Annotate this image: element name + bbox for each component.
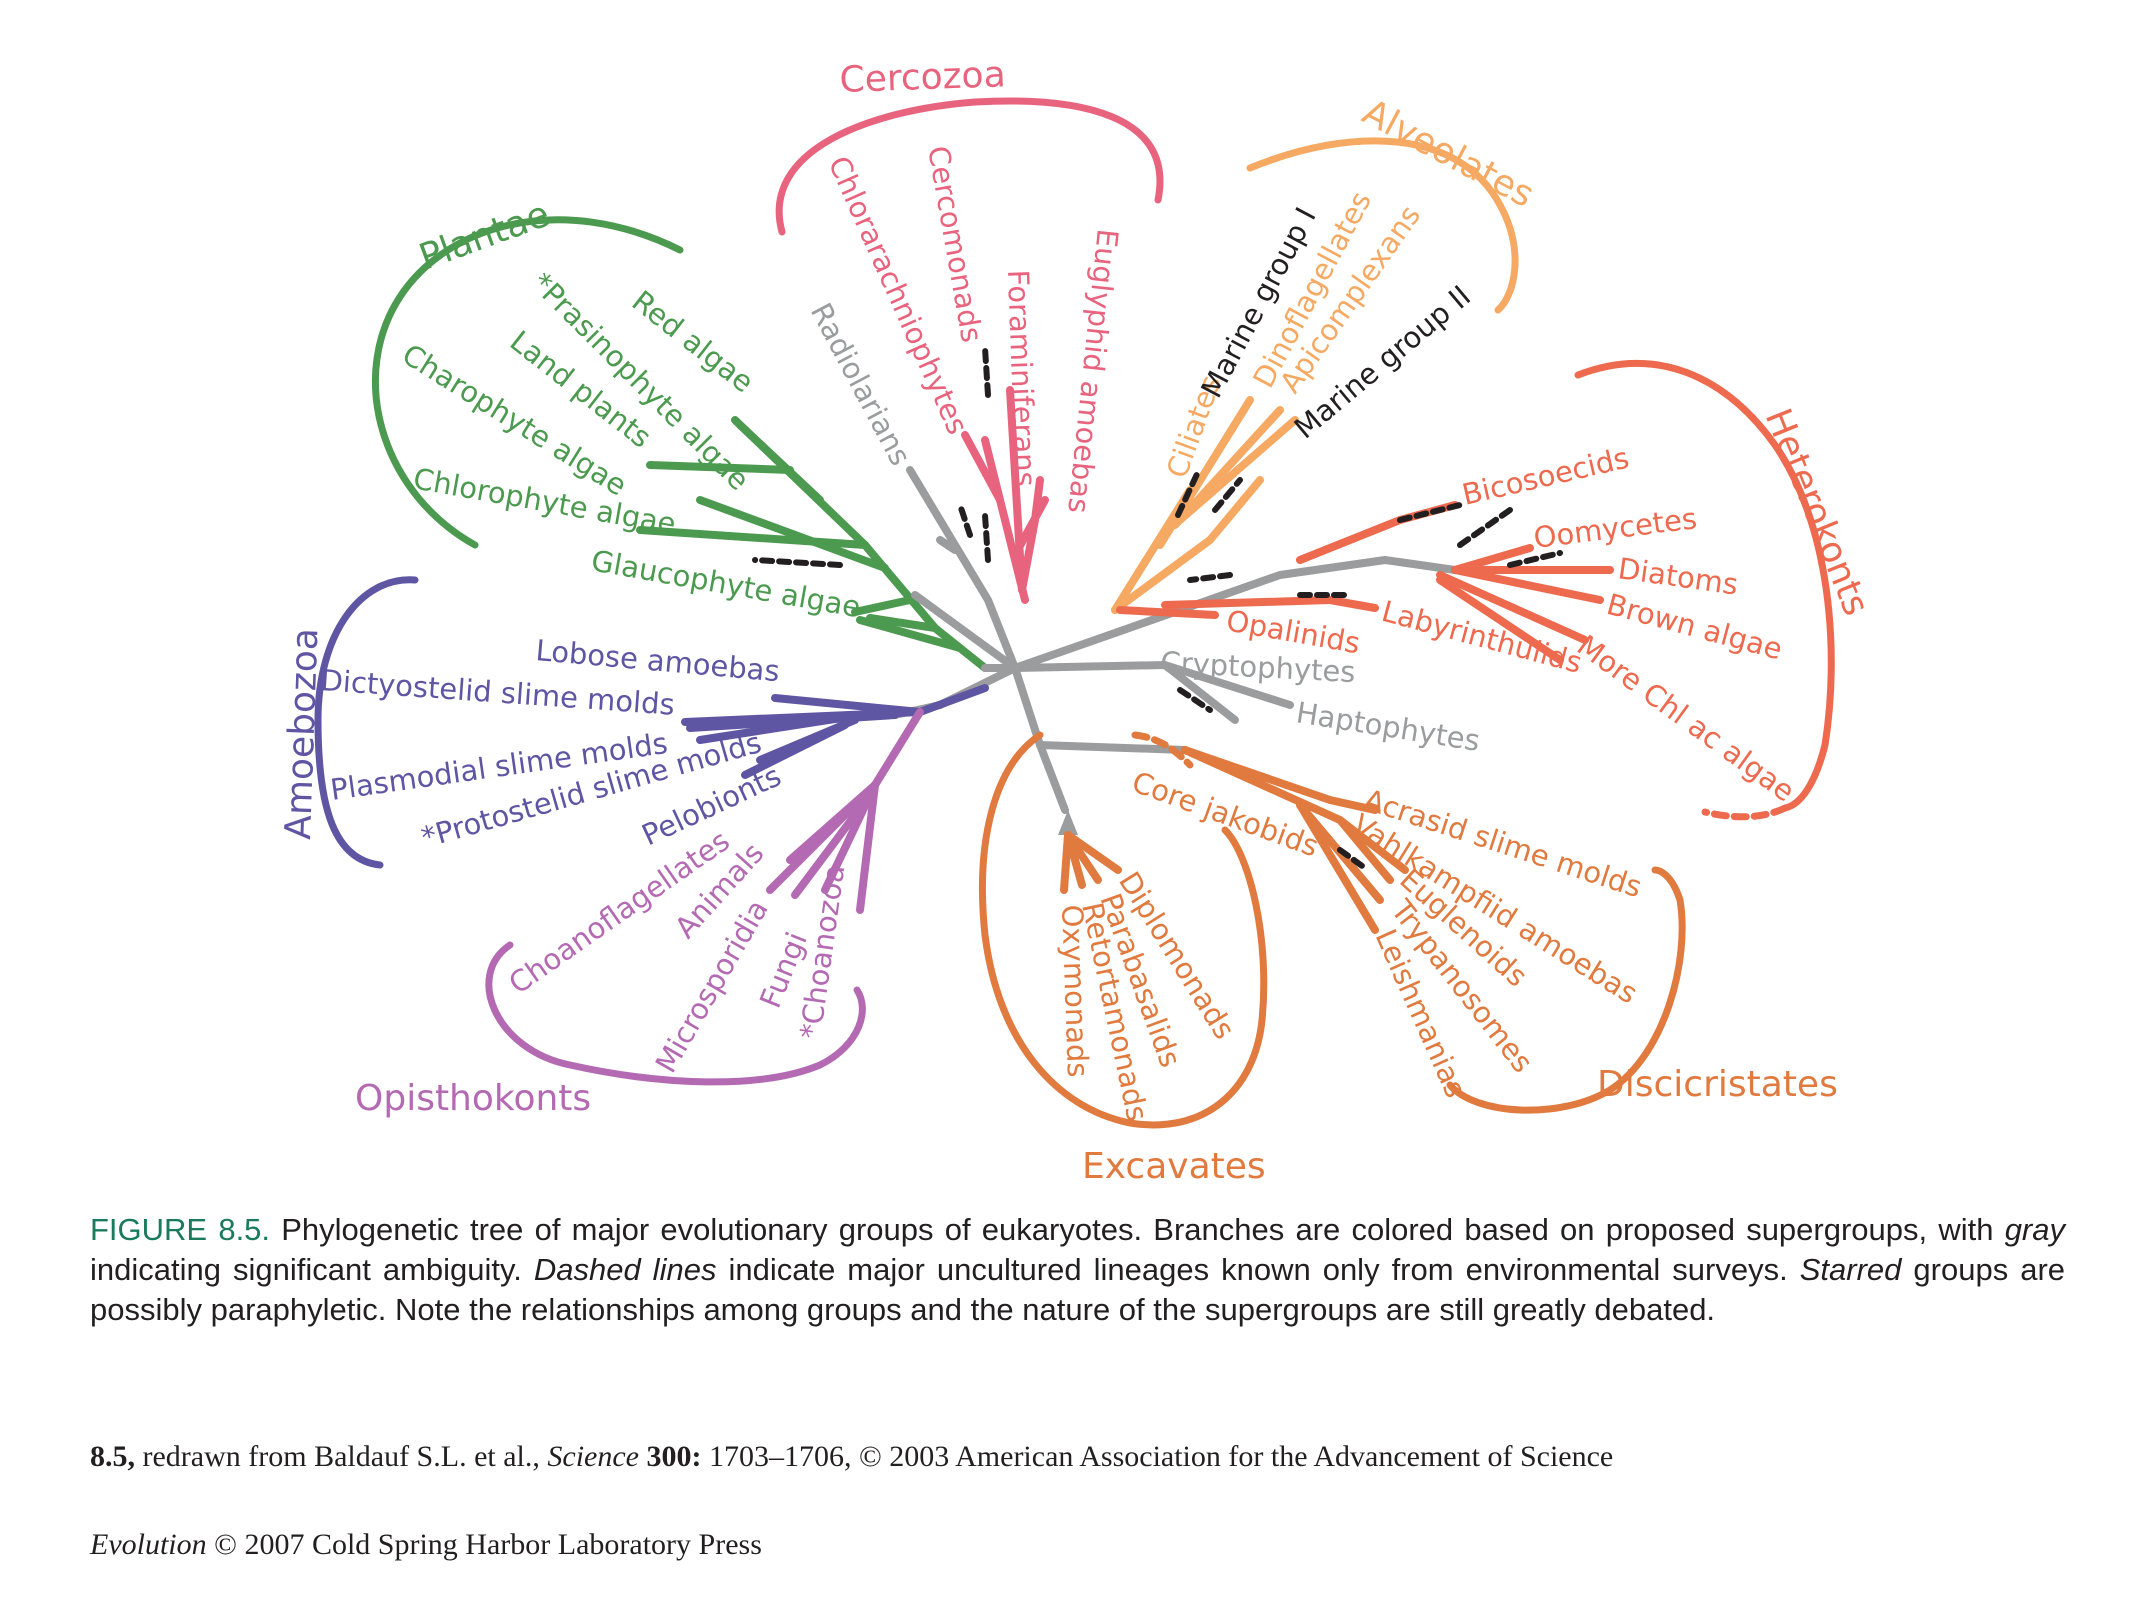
publisher-credit: Evolution © 2007 Cold Spring Harbor Labo… <box>90 1528 2065 1562</box>
credit-journal: Science <box>547 1440 639 1473</box>
taxon-core-jakobids: Core jakobids <box>1128 765 1323 864</box>
discicristates-bracket <box>1446 866 1686 1114</box>
credit-text-2: 1703–1706, © 2003 American Association f… <box>701 1440 1614 1473</box>
source-credit: 8.5, redrawn from Baldauf S.L. et al., S… <box>90 1440 2065 1474</box>
opisthokonts-bracket <box>485 941 866 1086</box>
excavates-label: Excavates <box>1082 1146 1266 1187</box>
cercozoa-branches <box>961 386 1049 604</box>
caption-italic-starred: Starred <box>1799 1252 1902 1287</box>
amoebozoa-label: Amoebozoa <box>278 627 326 840</box>
excavates-node <box>1058 810 1078 835</box>
figure-caption: FIGURE 8.5. Phylogenetic tree of major e… <box>90 1210 2065 1330</box>
caption-text-1: Phylogenetic tree of major evolutionary … <box>270 1212 2005 1247</box>
heterokonts-label: Heterokonts <box>1757 403 1877 621</box>
taxon-haptophytes: Haptophytes <box>1294 695 1482 758</box>
plantae-bracket <box>371 216 684 549</box>
opisthokonts-branches <box>766 708 924 914</box>
caption-text-3: indicate major uncultured lineages known… <box>716 1252 1800 1287</box>
phylogenetic-tree: Plantae Cercozoa Alveolates Heterokonts … <box>278 54 1877 1187</box>
excavates-bracket <box>979 731 1268 1129</box>
cercozoa-label: Cercozoa <box>839 54 1006 101</box>
credit-text-1: redrawn from Baldauf S.L. et al., <box>135 1440 548 1473</box>
plantae-branches <box>636 416 989 672</box>
excavates-bracket-dashed <box>1131 731 1194 769</box>
publisher-text: © 2007 Cold Spring Harbor Laboratory Pre… <box>206 1528 762 1561</box>
amoebozoa-bracket <box>314 576 419 869</box>
caption-text-2: indicating significant ambiguity. <box>90 1252 534 1287</box>
taxon-oxymonads: Oxymonads <box>1055 904 1095 1078</box>
figure-label: FIGURE 8.5. <box>90 1212 271 1247</box>
alveolates-branches <box>1111 396 1299 614</box>
caption-italic-gray: gray <box>2004 1212 2065 1247</box>
heterokonts-bracket-dashed <box>1701 804 1789 821</box>
discicristates-label: Discicristates <box>1597 1064 1838 1105</box>
taxon-bicosoecids: Bicosoecids <box>1459 440 1632 511</box>
cercozoa-bracket <box>775 97 1164 236</box>
plantae-label: Plantae <box>414 194 555 279</box>
alveolates-bracket <box>1246 137 1519 314</box>
taxon-brown-algae: Brown algae <box>1603 587 1786 666</box>
heterokonts-bracket <box>1574 359 1835 812</box>
caption-italic-dashed: Dashed lines <box>533 1252 717 1287</box>
taxon-euglyphid: Euglyphid amoebas <box>1061 227 1125 515</box>
taxon-oomycetes: Oomycetes <box>1532 501 1699 555</box>
book-title: Evolution <box>90 1528 207 1561</box>
credit-figure-number: 8.5, <box>90 1440 135 1473</box>
alveolates-label: Alveolates <box>1356 92 1541 216</box>
uncultured-lineages <box>752 345 1563 871</box>
credit-volume: 300: <box>638 1440 702 1473</box>
opisthokonts-label: Opisthokonts <box>355 1078 591 1119</box>
taxon-cercomonads: Cercomonads <box>921 143 989 345</box>
caption-text-4: groups are possibly paraphyletic. Note t… <box>90 1252 2066 1327</box>
taxon-glaucophyte: Glaucophyte algae <box>589 543 863 624</box>
taxon-foraminiferans: Foraminiferans <box>1001 269 1043 487</box>
